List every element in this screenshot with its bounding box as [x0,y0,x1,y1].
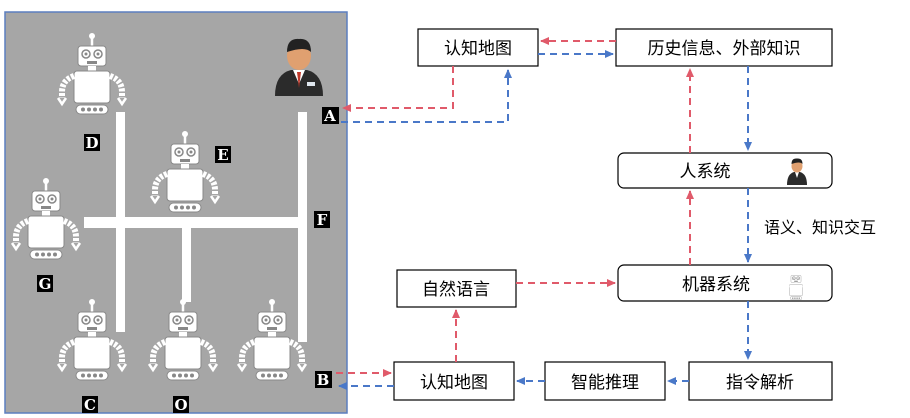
map-panel: D E G C O F A B [4,11,348,414]
svg-text:A: A [323,107,336,125]
svg-text:自然语言: 自然语言 [422,280,490,300]
road-middle-vertical [182,226,191,302]
box-cognitive-map-top: 认知地图 [417,28,539,67]
box-machine-system: 机器系统 [617,264,833,302]
svg-text:C: C [84,396,96,414]
marker-a: A [322,107,339,125]
robot-label-o: O [173,396,189,414]
road-horizontal [84,217,307,228]
svg-text:机器系统: 机器系统 [682,275,750,295]
svg-text:O: O [174,396,187,414]
svg-text:认知地图: 认知地图 [420,373,488,393]
arrow-marker-a-to-map [341,69,512,123]
svg-text:历史信息、外部知识: 历史信息、外部知识 [648,39,801,59]
box-cognitive-map-bottom: 认知地图 [393,361,515,401]
robot-label-g: G [37,275,53,293]
svg-text:G: G [39,275,52,293]
arrow-map-to-marker-a [342,66,454,112]
arrows [336,37,752,390]
robot-label-d: D [84,134,100,152]
box-natural-language: 自然语言 [396,269,517,308]
marker-b: B [315,371,332,389]
svg-text:F: F [317,211,328,229]
box-history-info: 历史信息、外部知识 [615,28,833,67]
box-intelligent-reasoning: 智能推理 [544,361,666,401]
svg-text:智能推理: 智能推理 [571,373,639,393]
box-instruction-parsing: 指令解析 [688,361,833,401]
roads [84,112,307,342]
human-avatar-icon [787,158,807,185]
svg-text:B: B [317,371,330,389]
svg-text:人系统: 人系统 [680,162,731,182]
box-human-system: 人系统 [617,152,833,189]
marker-f: F [314,211,330,229]
robot-label-c: C [82,396,98,414]
svg-text:D: D [85,134,98,152]
svg-text:指令解析: 指令解析 [726,373,794,393]
svg-text:E: E [217,146,228,164]
robot-label-e: E [215,146,231,164]
edge-label-semantic-knowledge: 语义、知识交互 [764,218,876,237]
svg-text:认知地图: 认知地图 [444,39,512,59]
human-avatar-icon [275,38,323,96]
